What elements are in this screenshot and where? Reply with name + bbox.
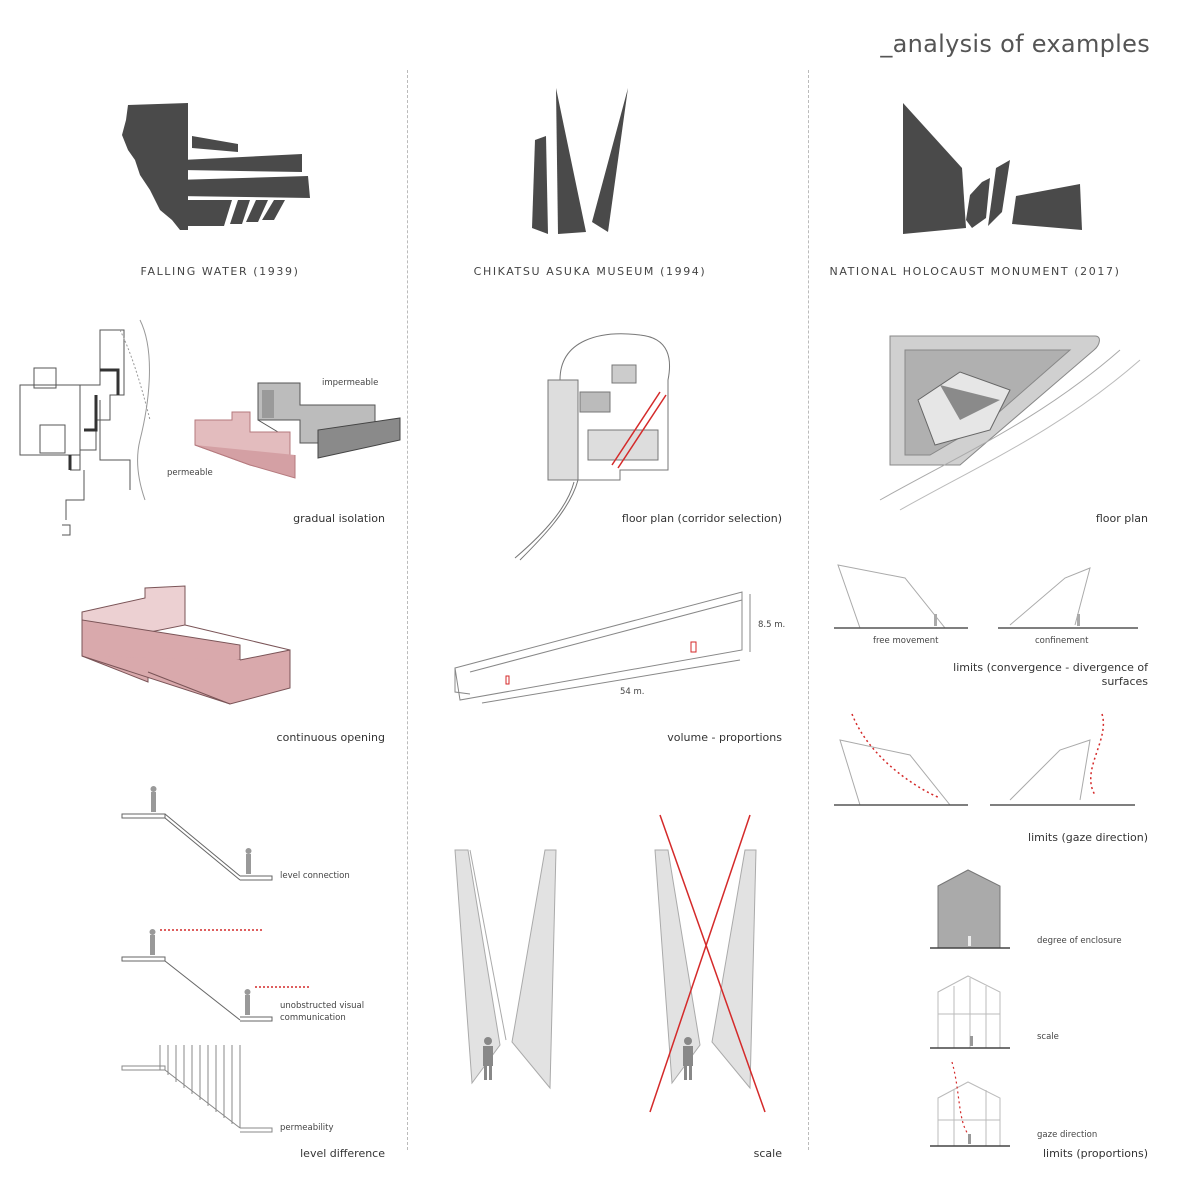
column-divider bbox=[407, 70, 408, 1150]
gaze-line-building bbox=[951, 1061, 969, 1135]
gaze-diagram-right bbox=[1009, 739, 1091, 801]
label-scale: scale bbox=[1037, 1032, 1059, 1042]
label-degree-enclosure: degree of enclosure bbox=[1037, 936, 1122, 946]
caption-limits-gaze: limits (gaze direction) bbox=[1028, 831, 1148, 844]
column-divider bbox=[808, 70, 809, 1150]
label-permeable: permeable bbox=[167, 468, 213, 478]
gaze-building bbox=[937, 1081, 1001, 1147]
scale-section-left bbox=[454, 849, 557, 1090]
column-title-falling-water: FALLING WATER (1939) bbox=[140, 265, 300, 278]
level-connection-section bbox=[121, 813, 273, 881]
gradual-isolation-axonometric bbox=[194, 382, 401, 479]
caption-volume-proportions: volume - proportions bbox=[667, 731, 782, 744]
scale-person-right bbox=[683, 1037, 693, 1080]
free-movement-diagram bbox=[837, 564, 947, 629]
dimension-length: 54 m. bbox=[620, 687, 645, 697]
permeability-section bbox=[121, 1045, 273, 1133]
caption-limits-proportions: limits (proportions) bbox=[1042, 1147, 1148, 1160]
confinement-diagram bbox=[1009, 567, 1091, 626]
caption-scale: scale bbox=[753, 1147, 782, 1160]
caption-gradual-isolation: gradual isolation bbox=[293, 512, 385, 525]
scale-building bbox=[937, 975, 1001, 1049]
caption-continuous-opening: continuous opening bbox=[276, 731, 385, 744]
falling-water-plan-walls bbox=[68, 368, 120, 470]
level-connection-people bbox=[150, 786, 252, 874]
scale-sightlines bbox=[649, 814, 766, 1113]
corridor-selection bbox=[611, 391, 667, 469]
volume-proportions bbox=[454, 591, 751, 704]
chikatsu-silhouette bbox=[532, 88, 628, 234]
label-permeability: permeability bbox=[280, 1123, 334, 1133]
continuous-opening-diagram bbox=[81, 585, 291, 705]
label-free-movement: free movement bbox=[873, 636, 939, 646]
scale-section-right bbox=[654, 849, 757, 1090]
caption-limits-convergence: limits (convergence - divergence of surf… bbox=[953, 661, 1148, 688]
caption-holocaust-floor-plan: floor plan bbox=[1095, 512, 1148, 525]
caption-level-difference: level difference bbox=[300, 1147, 385, 1160]
label-gaze-direction: gaze direction bbox=[1037, 1130, 1098, 1140]
column-title-holocaust: NATIONAL HOLOCAUST MONUMENT (2017) bbox=[829, 265, 1121, 278]
enclosure-diagram bbox=[937, 869, 1001, 949]
gaze-line-right bbox=[1089, 713, 1105, 796]
holocaust-silhouette bbox=[903, 103, 1082, 234]
gaze-diagram-left bbox=[839, 739, 952, 806]
falling-water-silhouette bbox=[122, 103, 310, 230]
holocaust-floor-plan bbox=[879, 335, 1141, 511]
scale-person-left bbox=[483, 1037, 493, 1080]
falling-water-floor-plan bbox=[19, 319, 151, 536]
label-unobstructed: unobstructed visual communication bbox=[280, 1001, 365, 1023]
caption-chikatsu-floor-plan: floor plan (corridor selection) bbox=[621, 512, 782, 525]
column-title-chikatsu: CHIKATSU ASUKA MUSEUM (1994) bbox=[473, 265, 707, 278]
label-impermeable: impermeable bbox=[322, 378, 379, 388]
unobstructed-section bbox=[121, 956, 273, 1022]
label-confinement: confinement bbox=[1035, 636, 1089, 646]
page-title: _analysis of examples bbox=[880, 30, 1150, 58]
volume-person bbox=[505, 675, 510, 685]
volume-person bbox=[690, 641, 697, 653]
dimension-height: 8.5 m. bbox=[758, 620, 786, 630]
label-level-connection: level connection bbox=[280, 871, 350, 881]
gaze-line-left bbox=[851, 713, 941, 799]
chikatsu-floor-plan bbox=[514, 333, 671, 561]
unobstructed-people bbox=[149, 929, 251, 1015]
